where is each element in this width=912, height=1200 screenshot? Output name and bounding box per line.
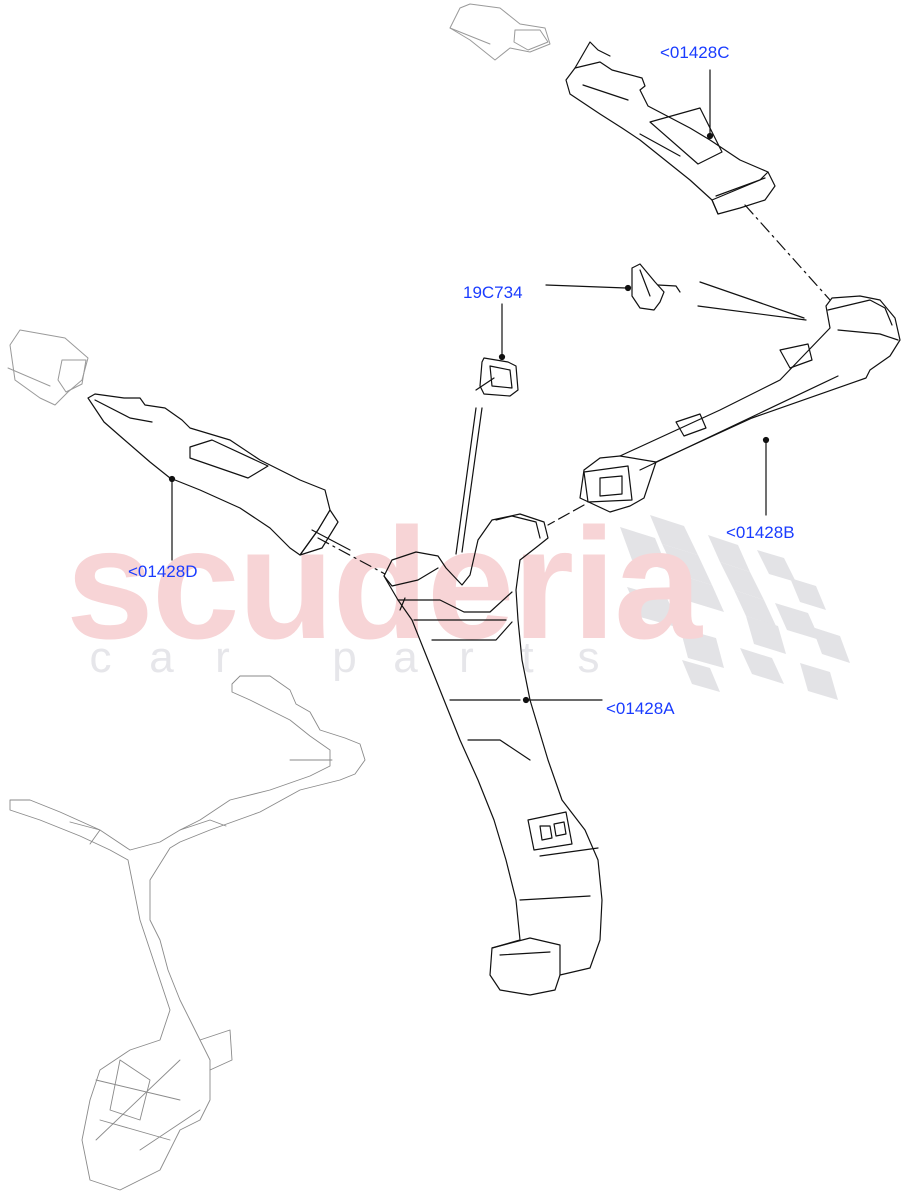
- watermark-letter: t: [521, 633, 534, 682]
- clip-19c734-upper: [545, 263, 681, 311]
- watermark-letter: p: [332, 633, 357, 682]
- callout-19c734[interactable]: 19C734: [463, 283, 523, 302]
- watermark-letter: r: [215, 633, 230, 682]
- clip-19c734-lower: [475, 303, 519, 397]
- duct-01428a: [383, 513, 603, 996]
- watermark-letter: a: [393, 633, 418, 682]
- ghost-assembly: [9, 675, 366, 1191]
- ghost-vent-left: [7, 329, 89, 406]
- callout-01428b[interactable]: <01428B: [726, 523, 795, 542]
- callout-01428c[interactable]: <01428C: [660, 43, 730, 62]
- duct-01428c: [565, 41, 776, 215]
- duct-01428b: [579, 295, 901, 516]
- watermark-letter: c: [89, 633, 112, 682]
- callout-01428d[interactable]: <01428D: [128, 562, 198, 581]
- watermark-letter: r: [459, 633, 474, 682]
- callout-01428a[interactable]: <01428A: [606, 699, 675, 718]
- watermark-letter: s: [577, 633, 600, 682]
- watermark-tagline: c a r p a r t s: [70, 636, 619, 680]
- watermark-letter: a: [149, 633, 174, 682]
- duct-01428d: [87, 393, 351, 561]
- ghost-vent-top: [449, 3, 551, 61]
